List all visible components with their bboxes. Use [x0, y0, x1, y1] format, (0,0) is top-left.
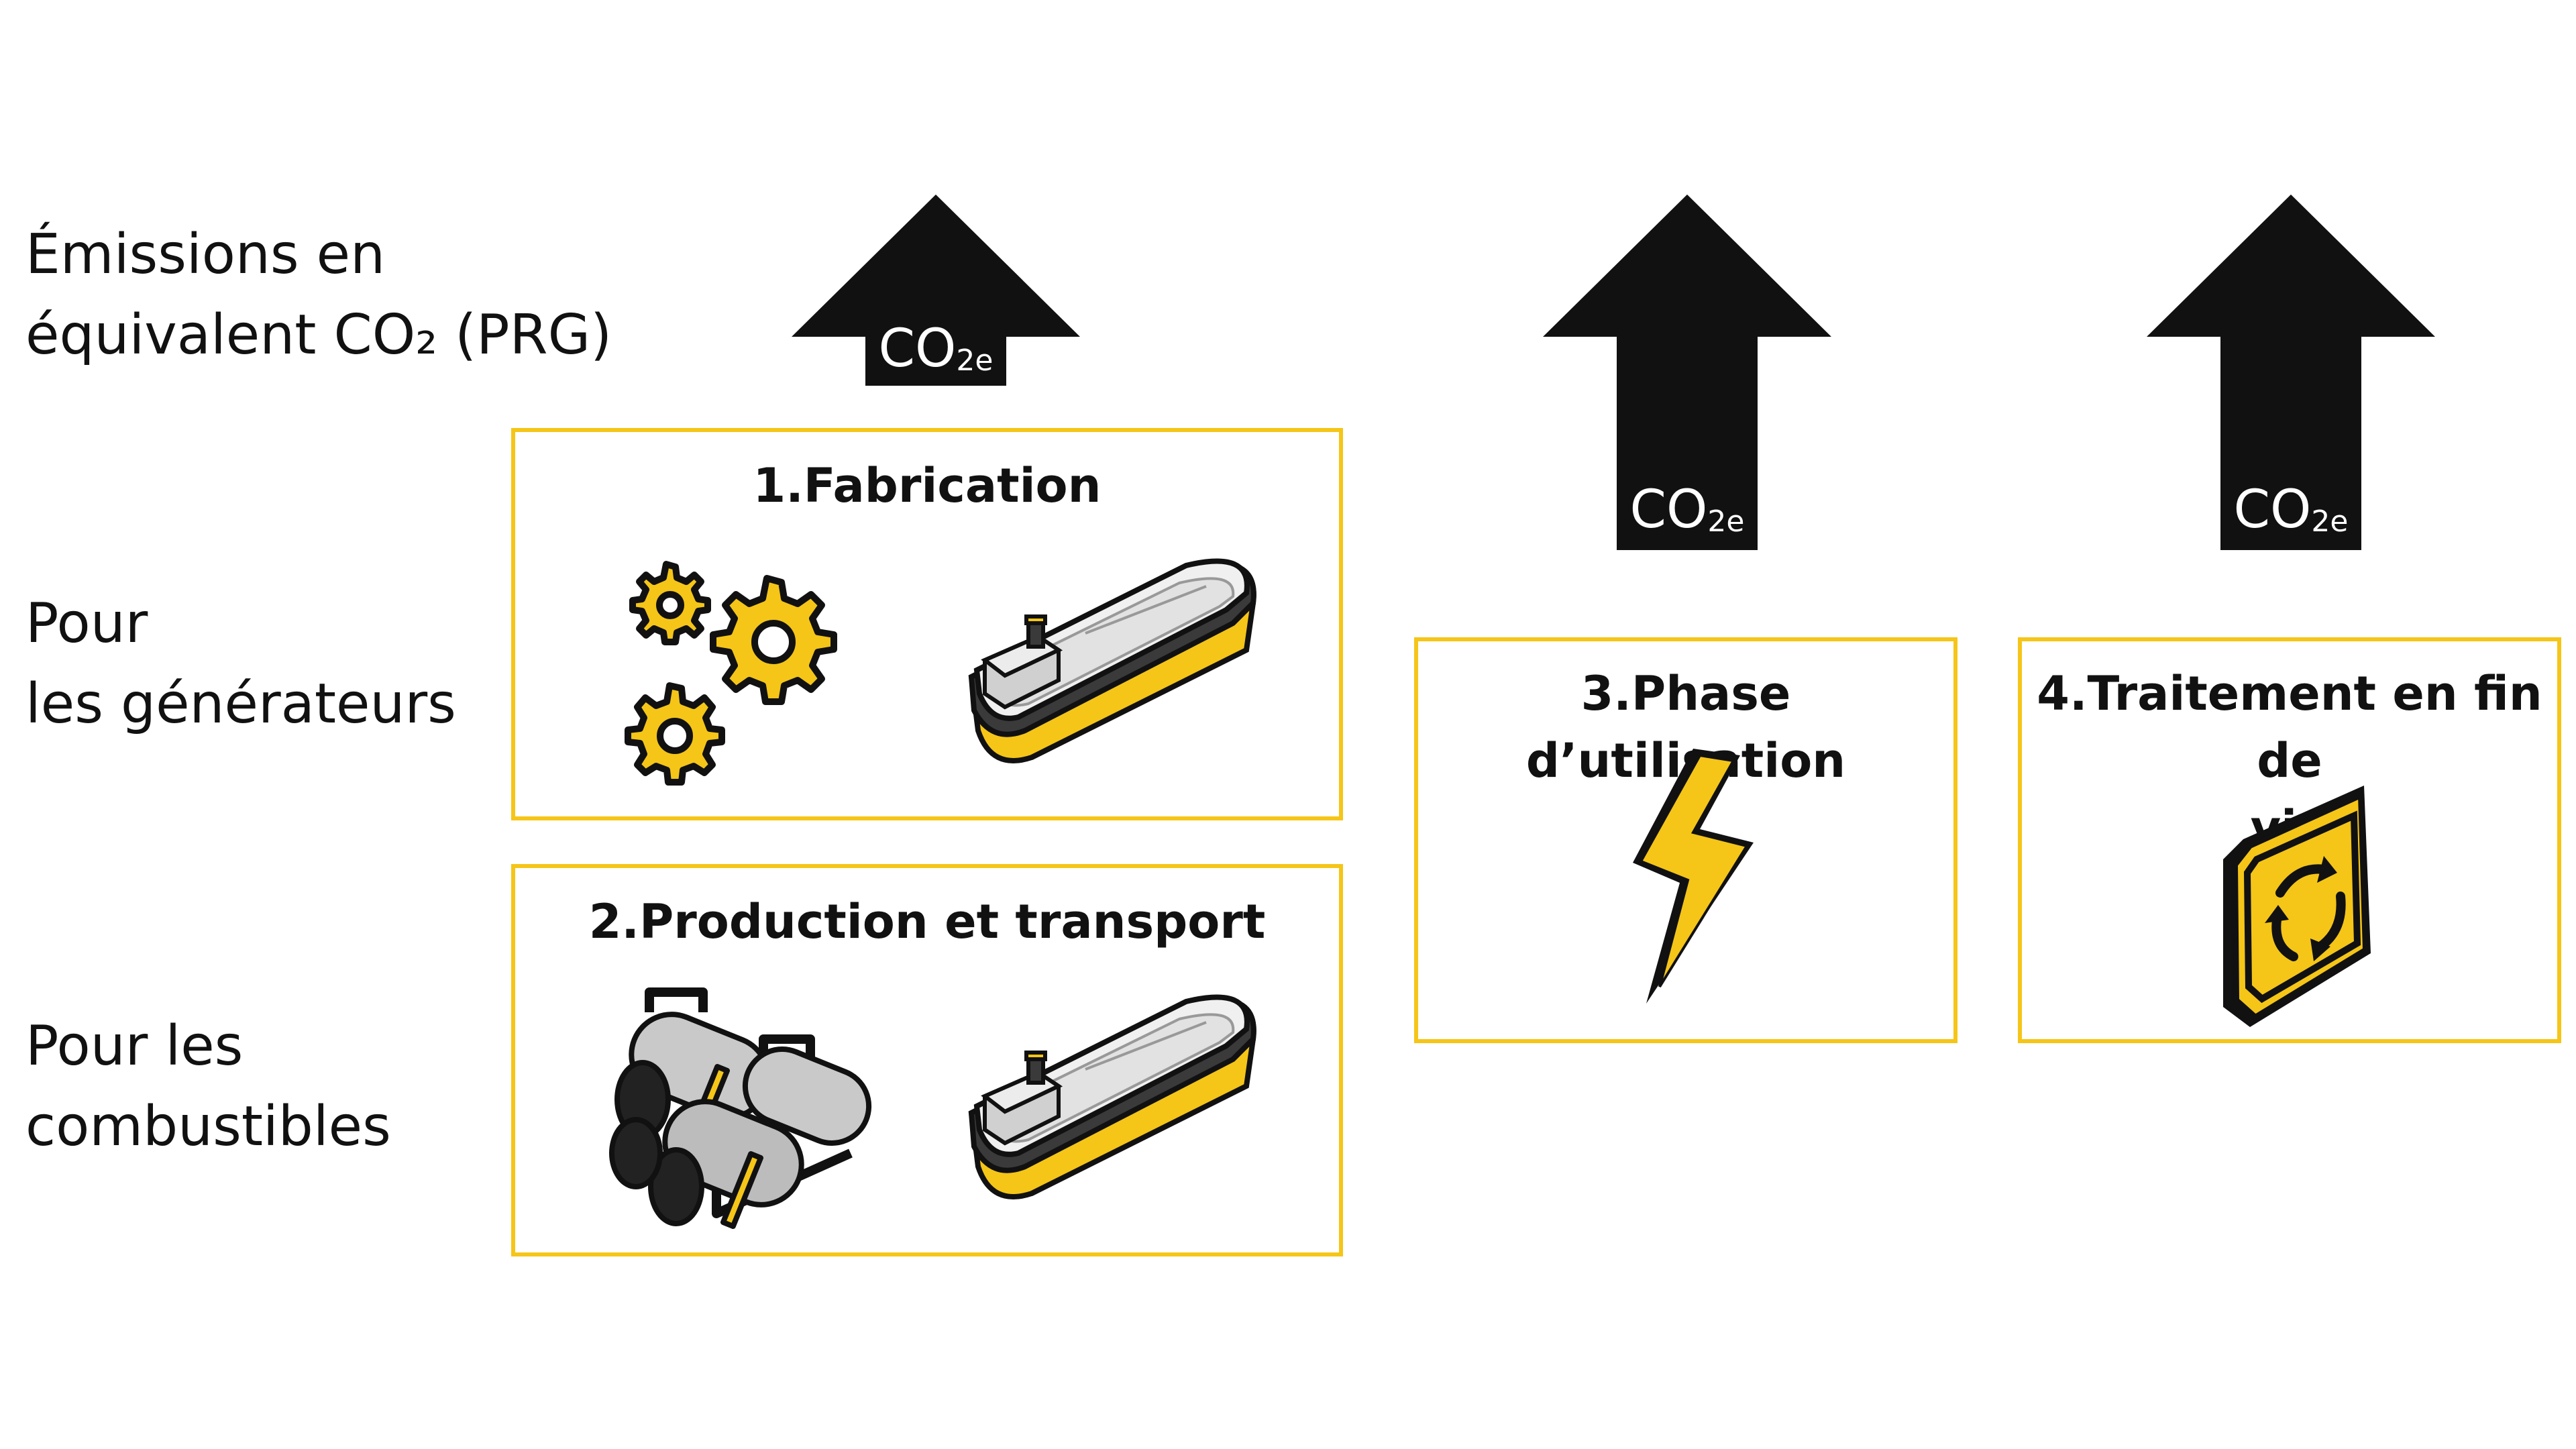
lightning-icon: [1633, 749, 1754, 1004]
generators-label: Pour les générateurs: [25, 584, 456, 745]
emissions-label-line2: équivalent CO₂ (PRG): [25, 303, 612, 367]
co2-label-3: CO2e: [2233, 480, 2349, 540]
box-title-production: 2.Production et transport: [588, 894, 1266, 949]
ship-icon: [968, 994, 1256, 1199]
up-arrow-icon: [1543, 195, 1831, 550]
box-title-fabrication: 1.Fabrication: [753, 458, 1102, 513]
fuels-label: Pour les combustibles: [25, 1006, 391, 1167]
recycle-sign-icon: [2223, 786, 2371, 1027]
co2-arrow-1: CO2e: [792, 195, 1080, 386]
emissions-label: Émissions en équivalent CO₂ (PRG): [25, 215, 612, 376]
fuels-label-line2: combustibles: [25, 1095, 391, 1159]
up-arrow-icon: [792, 195, 1080, 386]
box-production: 2.Production et transport: [511, 864, 1343, 1256]
generators-label-line2: les générateurs: [25, 672, 456, 736]
up-arrow-icon: [2147, 195, 2435, 550]
co2-arrow-3: CO2e: [2147, 195, 2435, 550]
co2-label-2: CO2e: [1629, 480, 1745, 540]
box-end-of-life: 4.Traitement en fin de vie: [2018, 637, 2561, 1043]
fuels-label-line1: Pour les: [25, 1014, 244, 1078]
box-fabrication: 1.Fabrication: [511, 428, 1343, 820]
box-title-end-of-life-line1: 4.Traitement en fin de: [2037, 666, 2542, 788]
co2-label-1: CO2e: [878, 319, 994, 379]
generators-label-line1: Pour: [25, 592, 148, 655]
box-usage: 3.Phase d’utilisation: [1414, 637, 1957, 1043]
gears-icon: [625, 561, 837, 786]
ship-icon: [968, 558, 1256, 763]
co2-arrow-2: CO2e: [1543, 195, 1831, 550]
fuel-tanks-icon: [609, 987, 872, 1229]
emissions-label-line1: Émissions en: [25, 223, 386, 286]
